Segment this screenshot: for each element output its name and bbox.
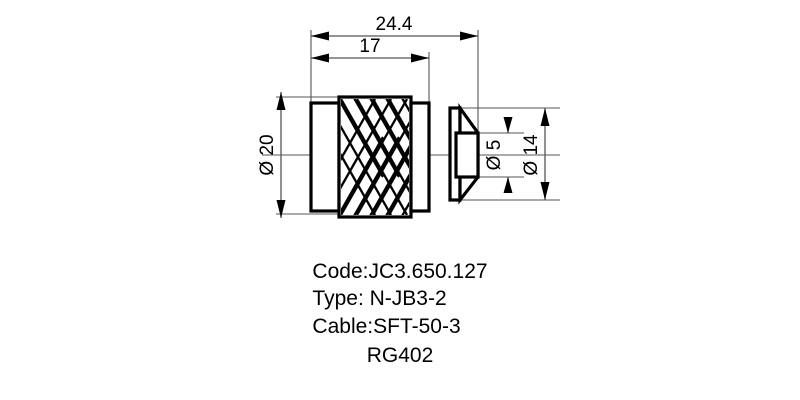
spec-line-code: Code:JC3.650.127 [312, 260, 488, 283]
body-length-dimension: 17 [311, 36, 429, 63]
connector-body-geometry [309, 95, 480, 219]
knurl-pattern [341, 99, 409, 215]
flange-diameter-dimension: Ø 14 [521, 108, 550, 200]
nut-diameter-dimension: Ø 20 [257, 92, 286, 218]
pin-diameter-label: Ø 5 [484, 140, 505, 171]
spec-line-cable: Cable:SFT-50-3 [312, 315, 461, 338]
overall-length-label: 24.4 [376, 14, 413, 35]
flange-diameter-label: Ø 14 [521, 134, 542, 176]
pin-diameter-dimension: Ø 5 [484, 117, 513, 193]
rear-collar [309, 101, 341, 213]
nut-diameter-label: Ø 20 [257, 134, 278, 175]
spec-line-cable-alt: RG402 [366, 344, 434, 367]
centre-pin [454, 131, 480, 179]
spec-line-type: Type: N-JB3-2 [312, 287, 447, 310]
body-length-label: 17 [359, 36, 380, 57]
spec-block-inner: Code:JC3.650.127 Type: N-JB3-2 Cable:SFT… [312, 258, 487, 369]
specification-text-block: Code:JC3.650.127 Type: N-JB3-2 Cable:SFT… [0, 258, 800, 369]
front-collar [409, 101, 431, 213]
overall-length-dimension: 24.4 [311, 14, 478, 41]
